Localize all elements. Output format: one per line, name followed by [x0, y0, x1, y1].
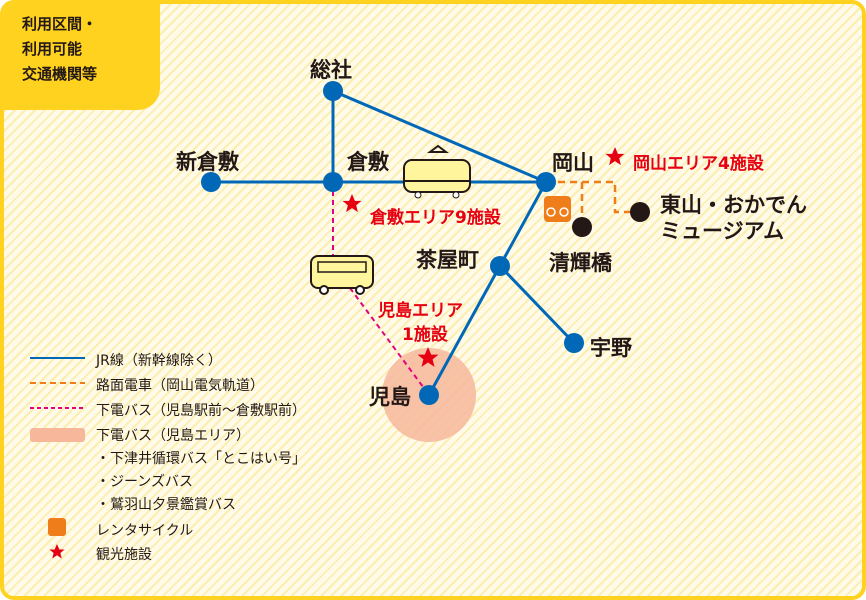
legend-symbols — [30, 357, 85, 559]
bicycle-icon — [544, 196, 571, 222]
tram-icon — [403, 144, 471, 199]
corner-label: 利用区間・ 利用可能 交通機関等 — [4, 4, 160, 110]
station-kurashiki: 倉敷 — [347, 150, 389, 174]
corner-line: 交通機関等 — [22, 65, 98, 83]
station-chayamachi: 茶屋町 — [416, 248, 479, 272]
legend-bus-sub-1: ・下津井循環バス「とこはい号」 — [96, 451, 306, 467]
station-higashiyama: 東山・おかでん — [660, 193, 807, 217]
corner-line: 利用区間・ — [22, 15, 98, 33]
station-uno: 宇野 — [590, 336, 632, 360]
station-okayama: 岡山 — [552, 151, 594, 175]
kojima-area-label: 児島エリア — [378, 301, 463, 321]
station-shinkurashiki: 新倉敷 — [176, 150, 239, 174]
legend-tram: 路面電車（岡山電気軌道） — [96, 378, 264, 394]
legend-bus-sub-3: ・鷲羽山夕景鑑賞バス — [96, 497, 236, 513]
kojima-area-count: 1施設 — [402, 325, 448, 345]
kurashiki-area-label: 倉敷エリア9施設 — [370, 208, 501, 228]
legend-bus-area: 下電バス（児島エリア） — [96, 428, 250, 444]
station-kojima: 児島 — [369, 385, 411, 409]
star-icons — [342, 147, 625, 367]
station-soja: 総社 — [310, 58, 352, 82]
okayama-area-label: 岡山エリア4施設 — [633, 154, 764, 174]
bus-icon — [310, 255, 374, 295]
station-seikibashi: 清輝橋 — [549, 251, 612, 275]
seikibashi-stop — [572, 217, 592, 237]
jr-stations — [201, 81, 584, 405]
bus-line — [332, 182, 430, 396]
legend-jr: JR線（新幹線除く） — [96, 353, 222, 369]
jr-lines — [211, 89, 576, 396]
legend-bus-route: 下電バス（児島駅前～倉敷駅前） — [96, 403, 306, 419]
station-higashiyama-2: ミュージアム — [660, 219, 785, 243]
higashiyama-stop — [630, 202, 650, 222]
legend-rental-cycle: レンタサイクル — [96, 523, 194, 539]
corner-line: 利用可能 — [22, 40, 83, 58]
legend-bus-sub-2: ・ジーンズバス — [96, 474, 194, 490]
legend-sightseeing: 観光施設 — [96, 547, 152, 563]
